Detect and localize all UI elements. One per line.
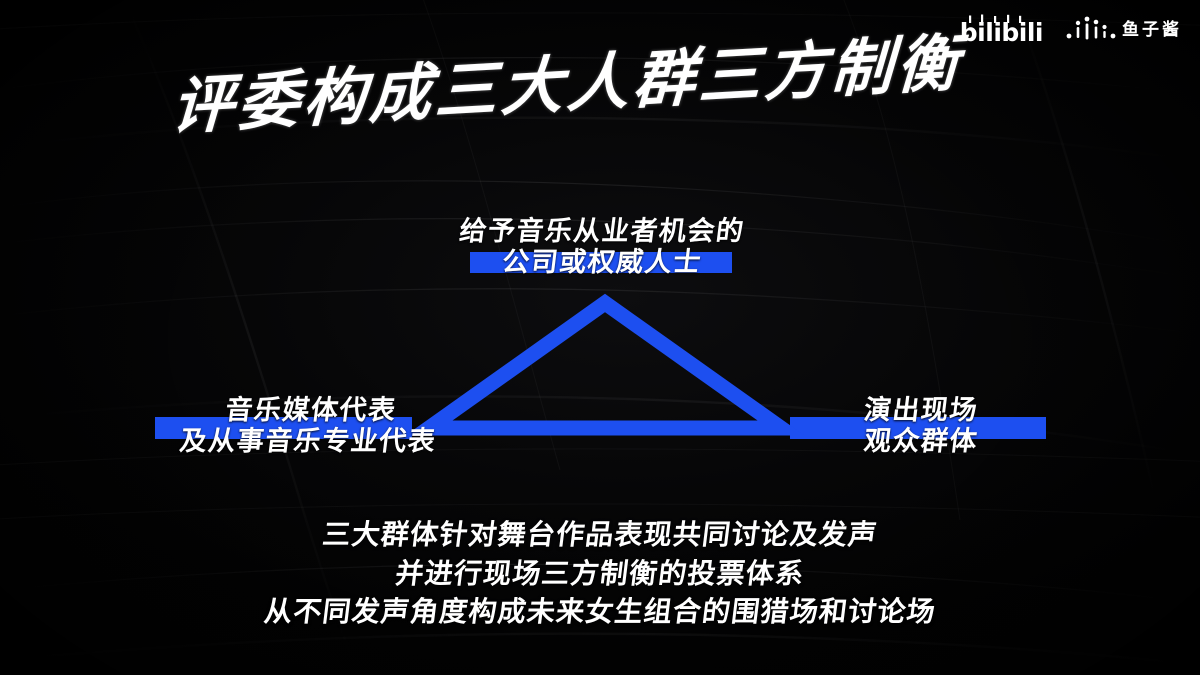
caviar-dots-icon [1066,16,1116,39]
node-label-right: 演出现场 观众群体 [793,395,1049,458]
bilibili-tv-ears-icon [968,14,1021,23]
slide-headline: 评委构成三大人群三方制衡 [0,26,1200,166]
footer-line-1: 三大群体针对舞台作品表现共同讨论及发声 [320,519,880,550]
node-right-line-2: 观众群体 [862,426,980,457]
footer-description: 三大群体针对舞台作品表现共同讨论及发声 并进行现场三方制衡的投票体系 从不同发声… [0,516,1200,632]
node-left-line-1: 音乐媒体代表 [223,395,399,425]
node-label-left: 音乐媒体代表 及从事音乐专业代表 [158,395,458,458]
footer-line-2: 并进行现场三方制衡的投票体系 [393,557,807,589]
bilibili-logo: bilibili [960,14,1044,45]
brand-logo-row: bilibili 鱼子酱 [960,14,1182,45]
node-right-line-1: 演出现场 [862,395,980,425]
partner-logo-text: 鱼子酱 [1122,20,1182,39]
node-top-line-2: 公司或权威人士 [500,247,704,278]
partner-logo: 鱼子酱 [1065,15,1182,45]
footer-line-3: 从不同发声角度构成未来女生组合的围猎场和讨论场 [262,596,938,628]
node-left-line-2: 及从事音乐专业代表 [177,426,439,457]
node-top-line-1: 给予音乐从业者机会的 [457,216,747,246]
node-label-top: 给予音乐从业者机会的 公司或权威人士 [437,216,767,279]
